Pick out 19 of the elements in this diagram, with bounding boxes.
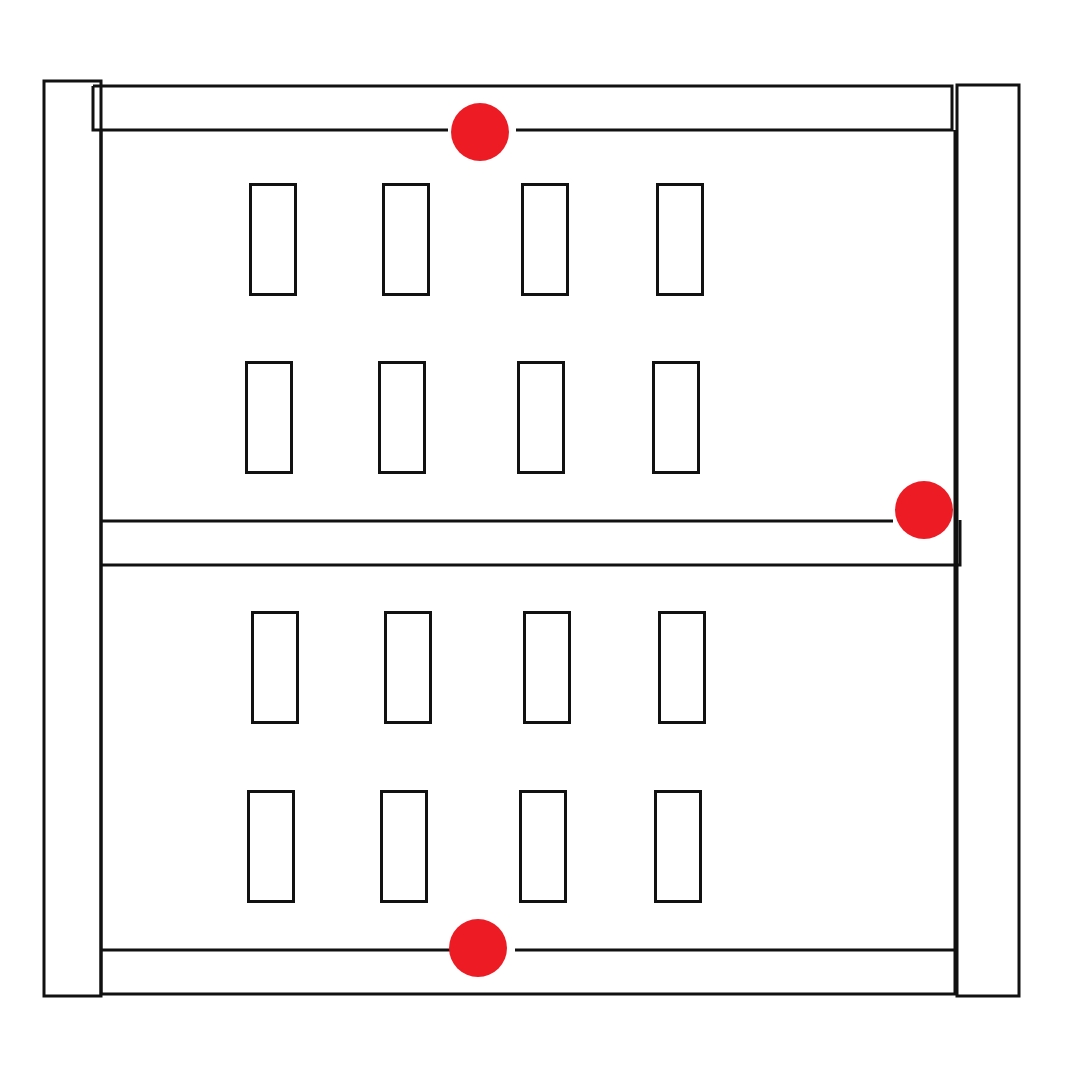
slot-box	[249, 183, 297, 296]
slot-box	[523, 611, 571, 724]
dot-marker	[895, 481, 953, 539]
slot-box	[382, 183, 430, 296]
dot-marker	[451, 103, 509, 161]
slot-box	[521, 183, 569, 296]
slot-box	[251, 611, 299, 724]
slot-box	[519, 790, 567, 903]
slot-box	[658, 611, 706, 724]
slot-box	[654, 790, 702, 903]
slot-box	[245, 361, 293, 474]
slot-box	[247, 790, 295, 903]
slot-box	[378, 361, 426, 474]
slot-box	[380, 790, 428, 903]
slot-box	[517, 361, 565, 474]
slot-box	[384, 611, 432, 724]
dot-marker	[449, 919, 507, 977]
slot-box	[652, 361, 700, 474]
slot-box	[656, 183, 704, 296]
